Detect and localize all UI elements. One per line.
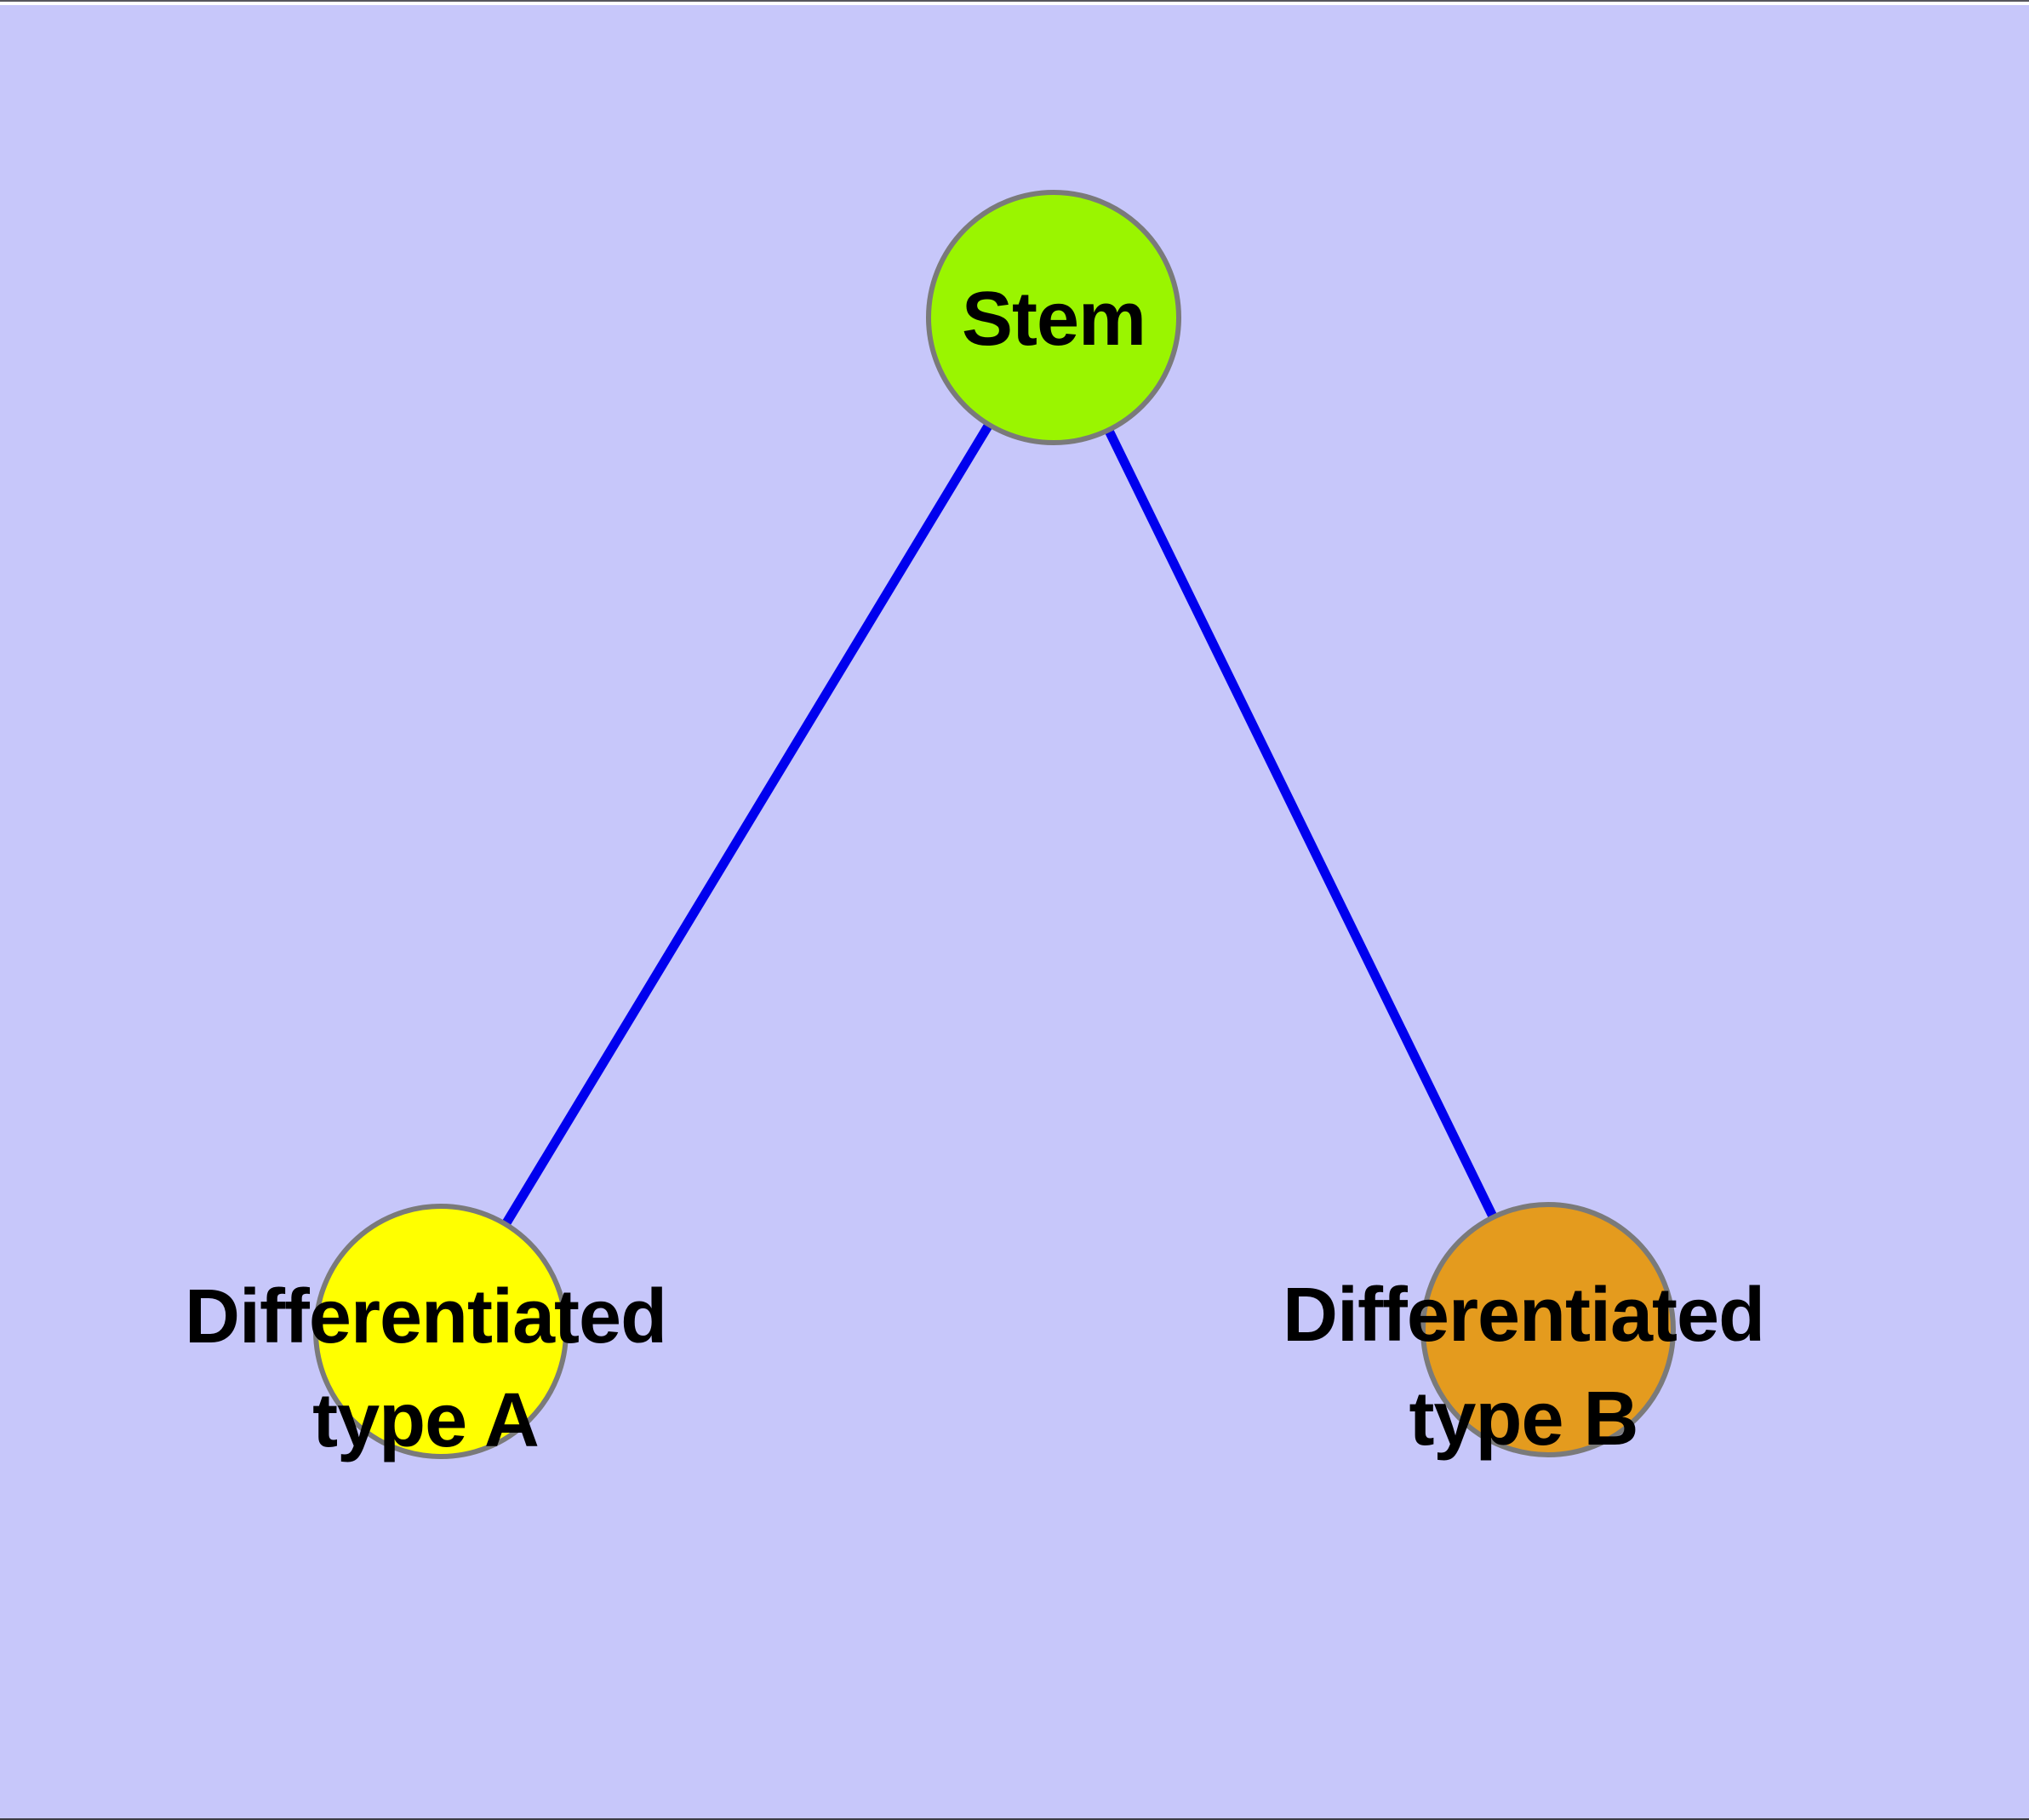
window-top-strip xyxy=(0,2,2029,5)
node-label-differentiated-type-b: Differentiated type B xyxy=(1282,1263,1765,1471)
node-label-stem: Stem xyxy=(962,267,1146,371)
node-label-line: Differentiated xyxy=(1282,1273,1765,1358)
node-differentiated-type-a[interactable] xyxy=(313,1204,569,1459)
node-label-line: Stem xyxy=(961,277,1146,362)
node-label-line: type A xyxy=(312,1378,540,1463)
edge-stem-to-type-a xyxy=(437,315,1058,1334)
window-top-border xyxy=(0,0,2029,2)
node-stem[interactable] xyxy=(926,190,1181,445)
node-label-line: type B xyxy=(1409,1376,1638,1462)
edge-stem-to-type-b xyxy=(1049,315,1552,1332)
node-differentiated-type-b[interactable] xyxy=(1420,1202,1676,1457)
window-bottom-border xyxy=(0,1818,2029,1820)
node-label-line: Differentiated xyxy=(184,1274,667,1359)
node-label-differentiated-type-a: Differentiated type A xyxy=(184,1265,667,1473)
